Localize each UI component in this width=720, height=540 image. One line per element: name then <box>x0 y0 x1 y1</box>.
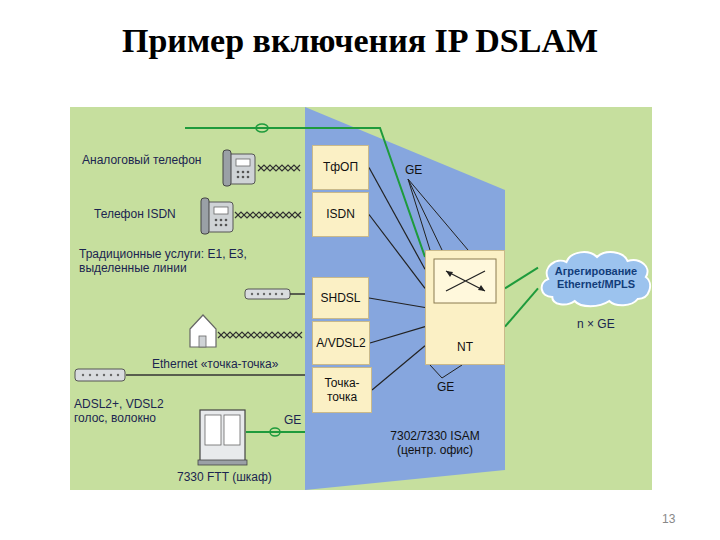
connector <box>505 288 538 326</box>
line-card: A/VDSL2 <box>312 321 370 365</box>
nt-switch: NT <box>425 250 505 365</box>
device-label: Телефон ISDN <box>92 207 178 221</box>
box-label: A/VDSL2 <box>316 336 365 350</box>
box-label: ТфОП <box>323 160 358 174</box>
isdn-phone-icon <box>201 198 233 234</box>
wire-strand <box>235 212 301 218</box>
service-label: Ethernet «точка-точка» <box>150 357 280 371</box>
wire-strand <box>258 165 300 171</box>
service-label: Традиционные услуги: E1, E3, выделенные … <box>77 247 291 276</box>
line-card: ТфОП <box>312 145 369 190</box>
analog-phone-icon <box>223 150 255 186</box>
wire-strand <box>218 332 302 338</box>
link-label: GE <box>403 163 424 177</box>
network-cloud: Агрегирование Ethernet/MPLS <box>538 247 654 309</box>
link-label: GE <box>282 413 303 427</box>
chassis-outline <box>305 107 505 490</box>
cabinet-icon <box>198 410 247 465</box>
wire-strand <box>258 165 300 171</box>
line-card: ISDN <box>312 192 369 237</box>
link-label: n × GE <box>575 317 617 331</box>
cloud-label: Агрегирование Ethernet/MPLS <box>546 265 646 291</box>
connector <box>505 268 538 289</box>
box-label: Точка-точка <box>316 376 368 405</box>
box-label: NT <box>426 340 504 354</box>
link-label: GE <box>435 380 456 394</box>
wire-strand <box>235 212 301 218</box>
slide-number: 13 <box>660 512 677 526</box>
line-terminal-icon <box>245 289 305 299</box>
switch-symbol <box>426 251 506 311</box>
line-card: Точка-точка <box>312 367 372 413</box>
cloud-outline <box>542 252 650 306</box>
service-label: ADSL2+, VDSL2 голос, волокно <box>72 397 181 426</box>
wire-strand <box>218 332 302 338</box>
slide-title: Пример включения IP DSLAM <box>0 22 720 60</box>
diagram-panel: ТфОП ISDN SHDSL A/VDSL2Точка-точка NT 7302/73… <box>70 107 652 490</box>
device-label: Аналоговый телефон <box>80 153 203 167</box>
box-label: SHDSL <box>320 291 360 305</box>
box-label: ISDN <box>326 207 355 221</box>
equipment-label: 7302/7330 ISAM (центр. офис) <box>380 429 490 458</box>
ge-fiber-wire <box>246 428 305 436</box>
house-icon <box>190 315 216 347</box>
equipment-label: 7330 FTT (шкаф) <box>175 470 274 484</box>
line-card: SHDSL <box>312 277 369 319</box>
